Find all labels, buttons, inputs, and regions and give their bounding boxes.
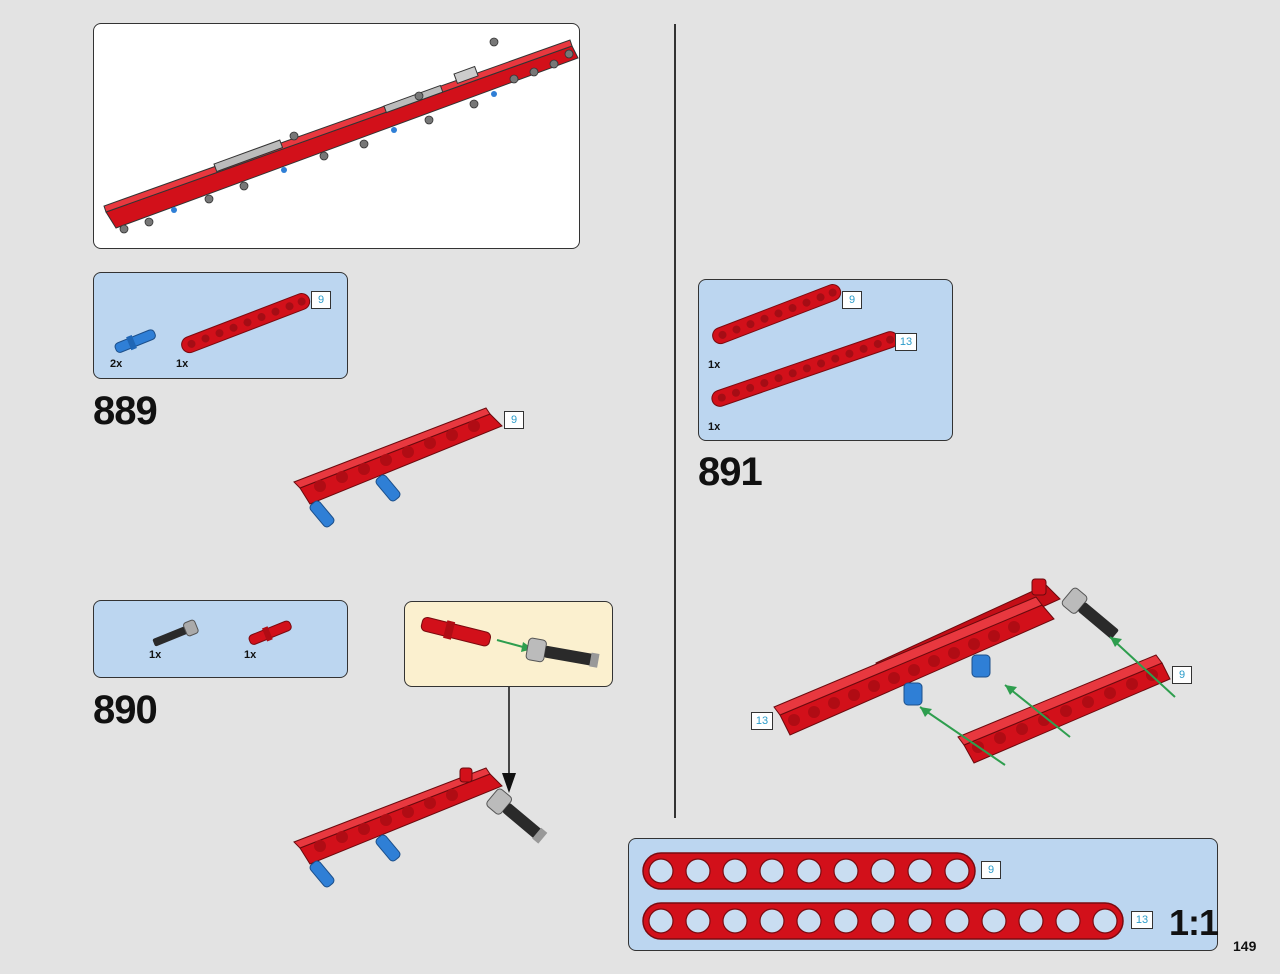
axle-quantity: 1x	[149, 649, 162, 661]
step-890-subassembly-panel	[404, 601, 613, 687]
step-891-model-icon	[773, 578, 1176, 766]
step-889-model-length-tag: 9	[504, 411, 524, 429]
step-891-parts-panel: 9 1x 13 1x	[698, 279, 953, 441]
step-891-model-length-tag-9: 9	[1172, 666, 1192, 684]
beam-13-actual-size-icon	[642, 902, 1124, 940]
step-number-891: 891	[698, 450, 763, 494]
ruler-beam-13-tag: 13	[1131, 911, 1153, 929]
red-connector-icon	[248, 620, 292, 645]
beam-9-length-tag: 9	[842, 291, 862, 309]
beam-9-quantity: 1x	[708, 359, 721, 371]
column-divider	[674, 24, 676, 818]
beam-13-quantity: 1x	[708, 421, 721, 433]
scale-label: 1:1	[1169, 902, 1219, 943]
blue-pin-icon	[114, 329, 156, 353]
step-890-parts-panel: 1x 1x	[93, 600, 348, 678]
submodel-preview-panel	[93, 23, 580, 249]
step-890-model-icon	[293, 767, 548, 888]
step-891-model-length-tag-13: 13	[751, 712, 773, 730]
step-number-890: 890	[93, 688, 158, 732]
beam-length-tag: 9	[311, 291, 331, 309]
scale-ruler-panel: 9 13 1:1	[628, 838, 1219, 951]
long-red-assembly-icon	[103, 37, 579, 234]
pin-quantity: 2x	[110, 358, 123, 370]
ruler-beam-9-tag: 9	[981, 861, 1001, 879]
red-beam-13-icon	[711, 331, 899, 407]
connector-quantity: 1x	[244, 649, 257, 661]
subassembly-icon	[420, 616, 600, 668]
arrow-icon	[502, 687, 516, 793]
step-number-889: 889	[93, 389, 158, 433]
red-beam-icon	[181, 293, 311, 354]
beam-quantity: 1x	[176, 358, 189, 370]
red-beam-9-icon	[712, 284, 842, 345]
beam-13-length-tag: 13	[895, 333, 917, 351]
beam-9-actual-size-icon	[642, 852, 976, 890]
green-arrow-icon	[919, 636, 1176, 766]
page-number: 149	[1233, 938, 1257, 954]
step-889-model-icon	[293, 407, 503, 528]
step-889-parts-panel: 2x 1x 9	[93, 272, 348, 379]
black-axle-icon	[152, 619, 199, 647]
